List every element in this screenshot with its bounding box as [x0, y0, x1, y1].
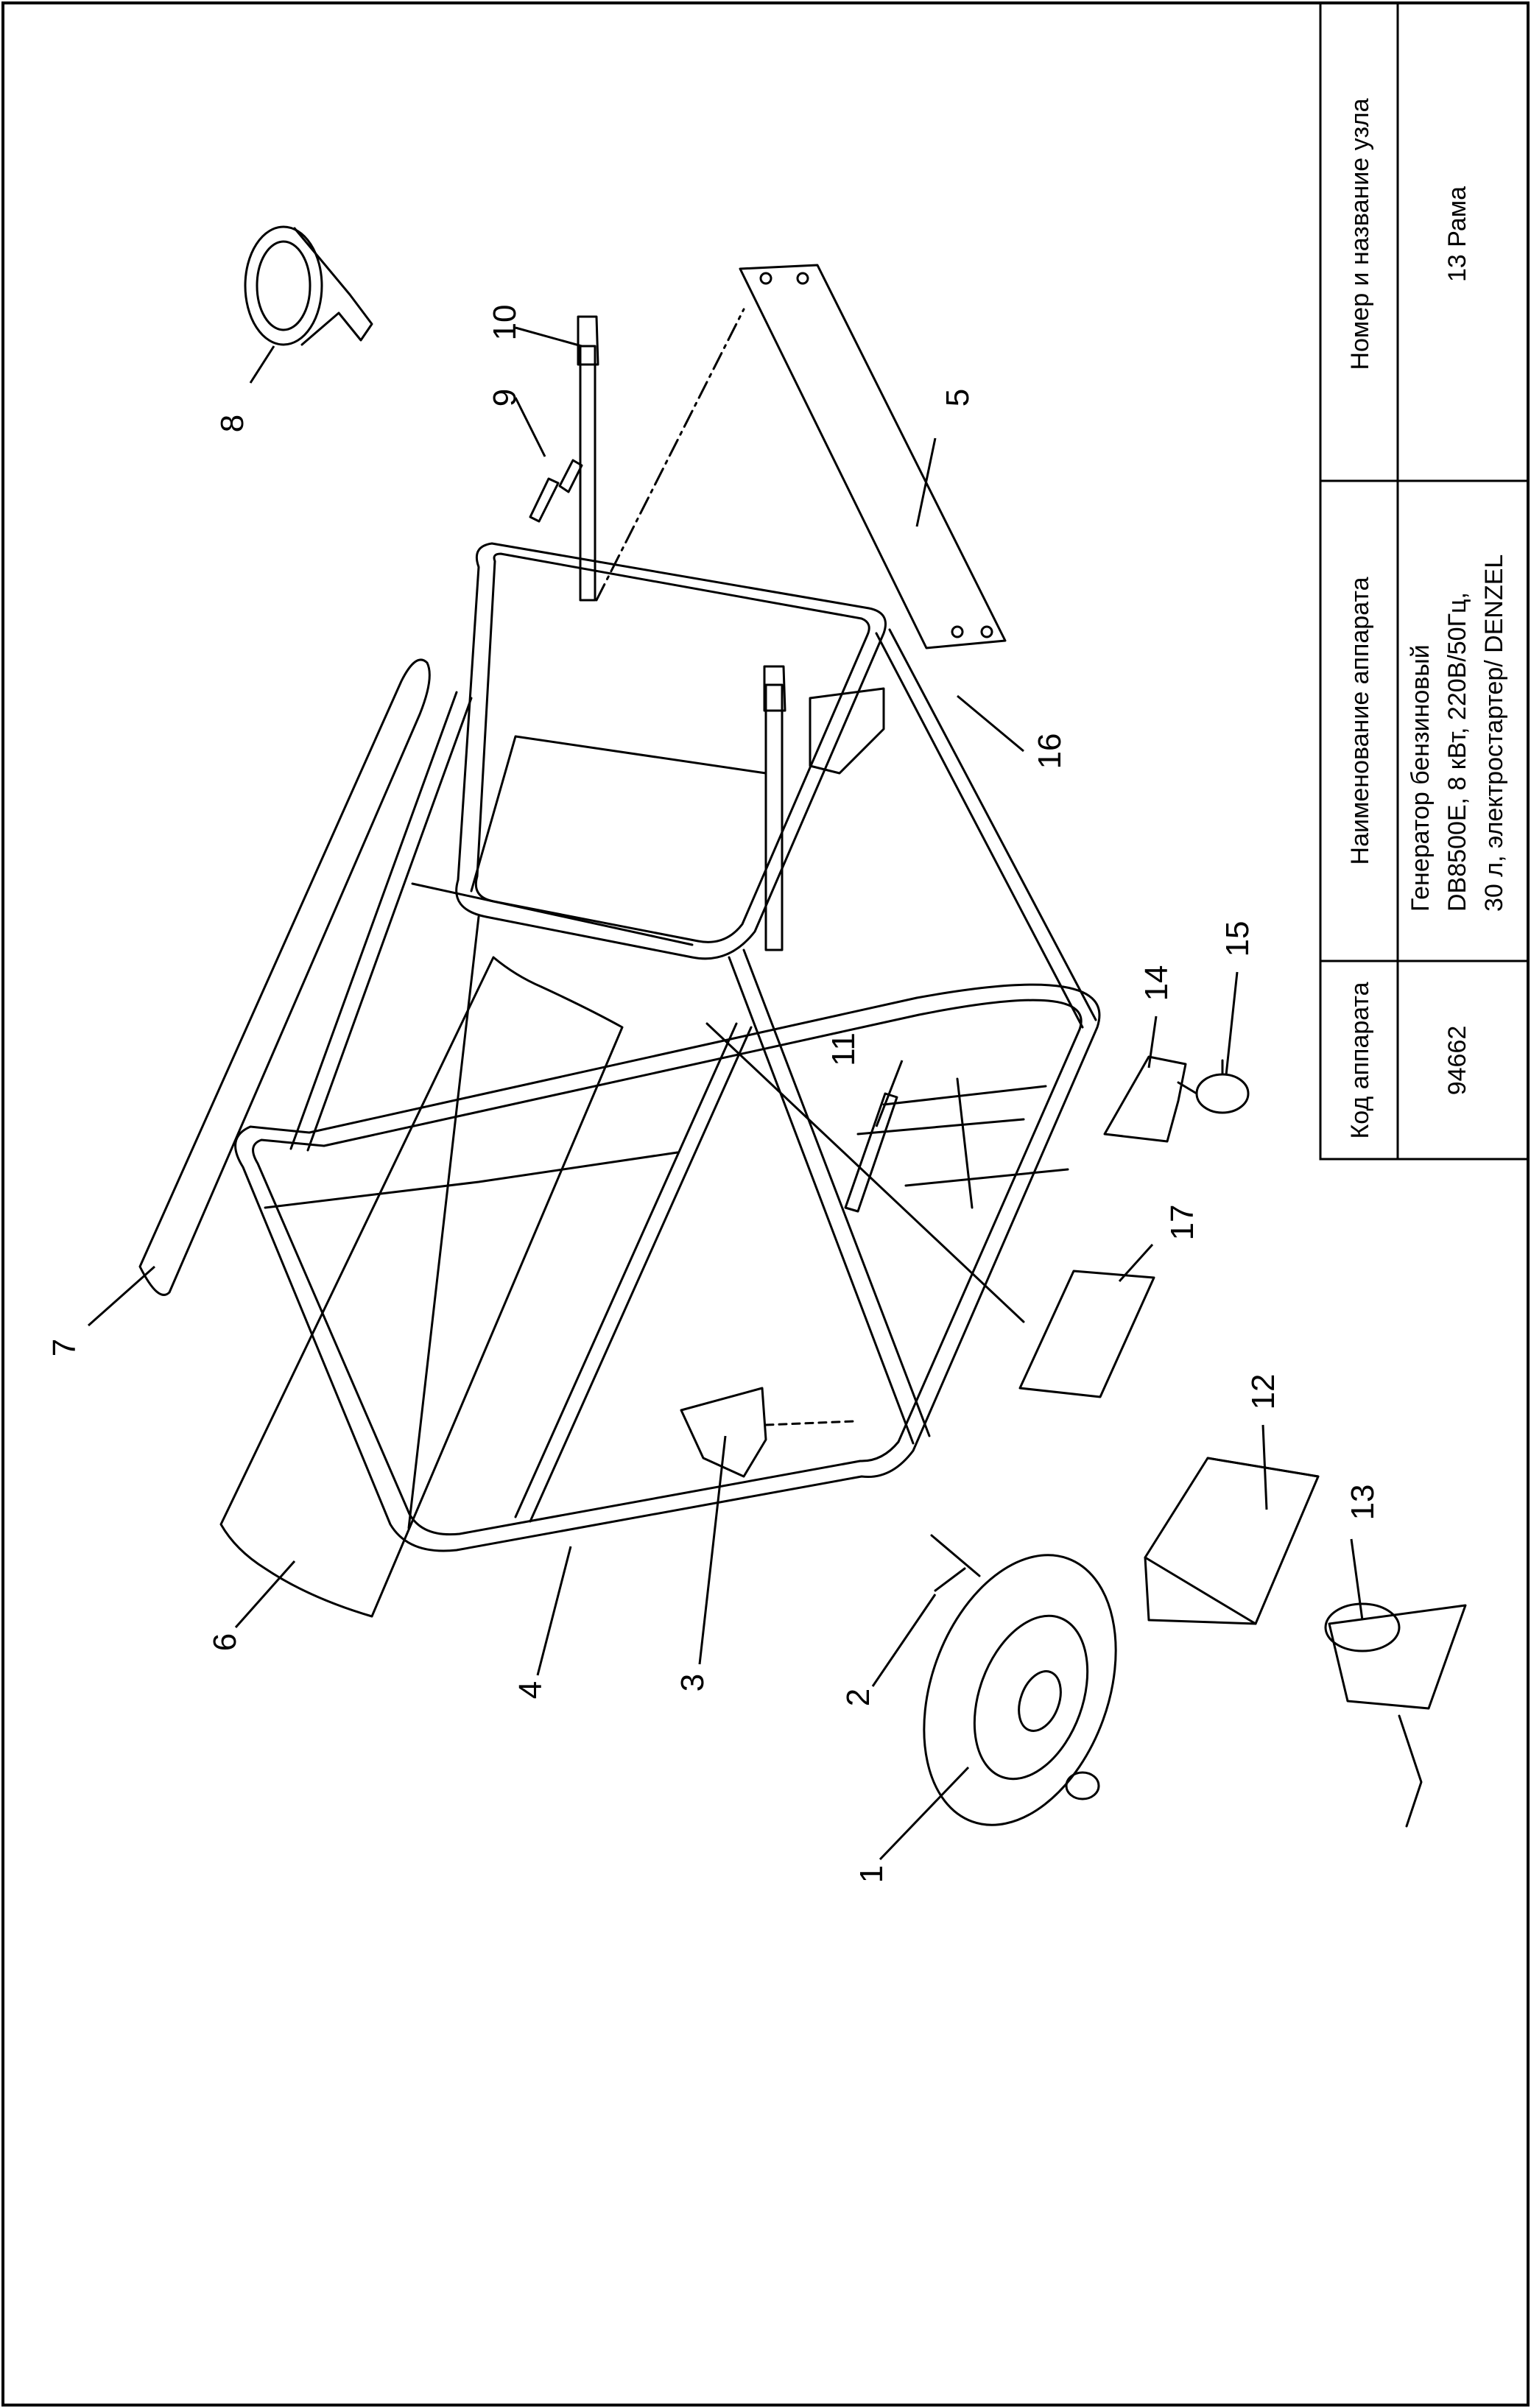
callout-14: 14 [1138, 965, 1175, 1001]
callout-13: 13 [1345, 1485, 1381, 1521]
callout-4: 4 [513, 1681, 549, 1699]
callout-6: 6 [207, 1633, 243, 1651]
part-13-starter [1324, 1602, 1467, 1828]
callout-10: 10 [487, 305, 523, 341]
callout-1: 1 [854, 1865, 890, 1883]
part-8-funnel [244, 225, 373, 346]
part-12-battery [1144, 1457, 1320, 1625]
part-9-10-handles [577, 315, 786, 951]
title-code-value: 94662 [1443, 1026, 1471, 1096]
title-name-line-2: DB8500E, 8 кВт, 220В/50Гц, [1443, 592, 1471, 912]
callout-7: 7 [46, 1339, 82, 1356]
part-11-strip [844, 1092, 898, 1213]
part-7-rail [138, 658, 431, 1296]
part-16-bracket [809, 687, 885, 775]
part-15-foot [1177, 1059, 1250, 1114]
callout-17: 17 [1164, 1205, 1200, 1241]
title-name-line-1: Генератор бензиновый [1407, 644, 1435, 912]
bolts [529, 459, 583, 523]
callout-12: 12 [1245, 1374, 1281, 1410]
part-3-bracket [680, 1387, 767, 1478]
callout-16: 16 [1032, 733, 1068, 770]
chain-line [595, 308, 745, 602]
title-name-line-3: 30 л, электростартер/ DENZEL [1480, 555, 1508, 912]
frame-rails [264, 735, 1069, 1523]
frame-tube [234, 542, 1101, 1552]
callout-11: 11 [826, 1032, 862, 1066]
title-node-value: 13 Рама [1443, 186, 1471, 282]
part-5-bar [739, 264, 1007, 649]
title-block [1319, 1, 1530, 1161]
callout-5: 5 [940, 389, 976, 406]
part-17-plate [1018, 1270, 1155, 1398]
part-14-bracket [1103, 1055, 1187, 1143]
part-6-cover [219, 956, 624, 1618]
title-name-header: Наименование аппарата [1346, 577, 1374, 865]
callout-15: 15 [1219, 921, 1256, 957]
part-2-axle [930, 1534, 981, 1592]
callout-3: 3 [675, 1674, 711, 1691]
callout-2: 2 [840, 1689, 876, 1706]
callout-leaders [88, 326, 1364, 1861]
part-1-wheel [923, 1554, 1117, 1826]
callout-8: 8 [214, 415, 250, 432]
callout-9: 9 [487, 389, 523, 406]
title-code-header: Код аппарата [1346, 982, 1374, 1138]
title-node-header: Номер и название узла [1346, 98, 1374, 370]
